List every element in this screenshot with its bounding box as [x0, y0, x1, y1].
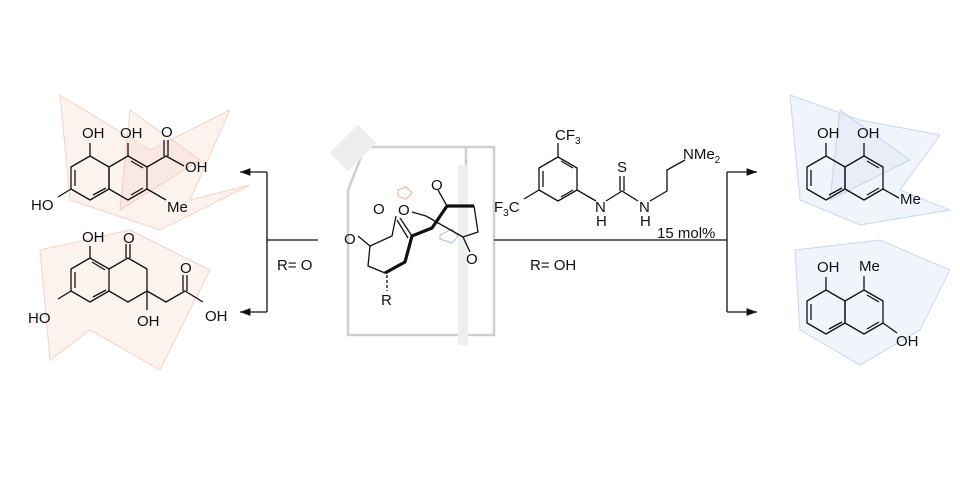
me-label: Me [167, 199, 188, 216]
me-label: Me [859, 258, 880, 275]
left-branch-arrow: R= O [240, 168, 318, 316]
oh-label: OH [817, 259, 840, 276]
condition-label-r-o: R= O [277, 257, 312, 274]
oh-label: OH [82, 125, 105, 142]
nme2-label: NMe2 [683, 146, 721, 166]
o-label: O [123, 230, 135, 247]
me-label: Me [900, 191, 921, 208]
o-label: O [161, 124, 173, 141]
oh-label: OH [120, 125, 143, 142]
oh-label: OH [205, 308, 228, 325]
condition-label-r-oh: R= OH [530, 257, 576, 274]
o-label: O [431, 177, 443, 194]
r-label: R [381, 292, 392, 309]
oh-label: OH [896, 333, 919, 350]
thiourea-catalyst: CF3 F3C S N H N H NMe2 15 mol% [494, 127, 721, 242]
s-label: S [617, 159, 627, 176]
right-top-product: OH OH Me [806, 125, 921, 208]
f3c-label: F3C [494, 199, 520, 219]
oh-label: OH [137, 313, 160, 330]
right-bottom-product: OH Me OH [806, 258, 919, 350]
ho-label: HO [31, 197, 54, 214]
o-label: O [344, 231, 356, 248]
ho-label: HO [28, 310, 51, 327]
left-top-product: OH OH O OH HO Me [31, 124, 208, 216]
background-page-outline [329, 124, 496, 345]
o-label: O [180, 260, 192, 277]
right-branch-arrow: R= OH [494, 168, 757, 316]
h-label: H [596, 213, 607, 230]
left-bottom-product: OH O O OH HO OH [28, 229, 228, 330]
cf3-top-label: CF3 [555, 127, 581, 147]
background-origami-blue [789, 94, 952, 366]
oh-label: OH [82, 229, 105, 246]
o-label: O [373, 201, 385, 218]
o-label: O [398, 202, 410, 219]
o-label: O [466, 251, 478, 268]
catalyst-loading-label: 15 mol% [657, 225, 715, 242]
oh-label: OH [817, 125, 840, 142]
n-label: N [639, 199, 650, 216]
n-label: N [595, 199, 606, 216]
oh-label: OH [857, 125, 880, 142]
oh-label: OH [185, 159, 208, 176]
h-label: H [640, 213, 651, 230]
substrate-polyketide: O O O O O R [344, 177, 479, 309]
